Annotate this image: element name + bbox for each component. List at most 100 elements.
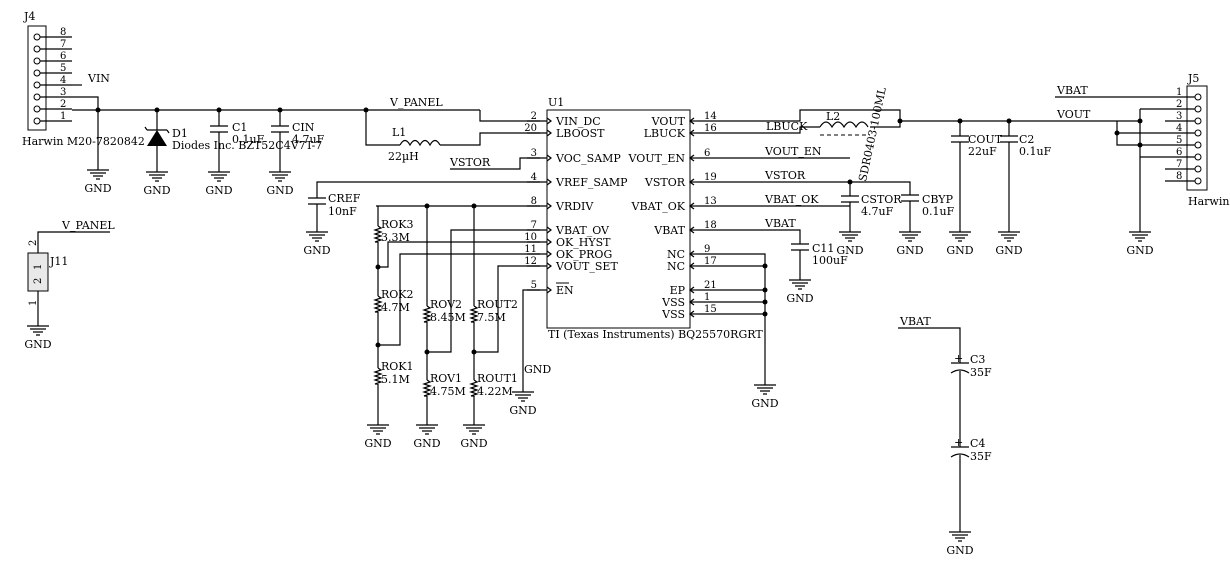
ground-symbol: GND [836, 231, 864, 257]
u1-right-pin-number: 17 [704, 256, 717, 267]
ground-label: GND [946, 544, 973, 557]
resistor-ref: ROK2 [381, 288, 414, 301]
c4-ref: C4 [970, 437, 985, 450]
d1-part: Diodes Inc. BZT52C4V7T-7 [172, 139, 322, 152]
j4-pin-number: 1 [60, 111, 66, 122]
input-wiring: V_PANEL [72, 84, 480, 170]
ground-label: GND [413, 437, 440, 450]
resistor-zigzag [422, 305, 432, 323]
u1-pin-arrow [689, 262, 695, 270]
c1-ref: C1 [232, 121, 247, 134]
capacitor-c2: C2 0.1uF [1000, 121, 1052, 232]
u1-pin-arrow [689, 117, 695, 125]
ground-bars [463, 424, 485, 435]
j4-vin-label: VIN [87, 72, 110, 85]
j4-pin-3 [33, 93, 41, 101]
c4-plus: + [954, 436, 963, 449]
ground-label: GND [205, 184, 232, 197]
u1-pin-arrow [689, 154, 695, 162]
u1-right-pin-name: NC [667, 248, 685, 261]
l1-ref: L1 [392, 126, 406, 139]
ground-label: GND [460, 437, 487, 450]
resistor-ref: ROV2 [430, 298, 462, 311]
vout-en-net-label: VOUT_EN [764, 145, 822, 158]
output-wiring: LBUCK VOUT_EN VSTOR VBAT_OK VBAT [697, 109, 1140, 385]
u1-pin-arrow [689, 129, 695, 137]
ground-label: GND [24, 338, 51, 351]
u1-pin-arrow [546, 250, 552, 258]
u1-right-pin-number: 13 [704, 196, 717, 207]
ground-symbol: GND [460, 424, 488, 450]
c3-ref: C3 [970, 353, 985, 366]
j5-pin-1 [1194, 93, 1202, 101]
divider-wiring [375, 203, 540, 425]
ground-symbol: GND [1126, 231, 1154, 257]
u1-left-pin-name: VBAT_OV [555, 224, 610, 237]
u1-pin-arrow [689, 226, 695, 234]
u1-left-pin-number: 2 [531, 111, 537, 122]
ground-label: GND [995, 244, 1022, 257]
j5-pin-7 [1194, 165, 1202, 173]
capacitor-cref: CREF 10nF [308, 181, 540, 232]
u1-pin-arrow [546, 226, 552, 234]
connector-j11: V_PANEL 2 1 2 J11 1 [27, 219, 115, 326]
u1-part: TI (Texas Instruments) BQ25570RGRT [548, 328, 763, 341]
j5-pin-number: 1 [1176, 87, 1182, 98]
u1-ref: U1 [548, 96, 564, 109]
inductor-l2: L2 SDR0403-100ML [819, 85, 889, 183]
ground-symbol: GND [143, 171, 171, 197]
j4-pin-7 [33, 45, 41, 53]
j5-pin-number: 3 [1176, 111, 1182, 122]
resistor-value: 4.7M [381, 301, 410, 314]
inductor-l1: L1 22µH [365, 110, 540, 163]
capacitor-cstor: CSTOR 4.7uF [841, 182, 902, 232]
ground-bars [839, 231, 861, 242]
ground-symbol: GND [946, 531, 974, 557]
ground-label: GND [509, 404, 536, 417]
resistor-zigzag [469, 305, 479, 323]
ground-bars [789, 279, 811, 290]
vpanel-net-label: V_PANEL [389, 96, 443, 109]
u1-right-pin-number: 6 [704, 148, 710, 159]
cref-ref: CREF [328, 192, 361, 205]
resistor-zigzag [373, 225, 383, 243]
resistor-zigzag [373, 367, 383, 385]
c11-ref: C11 [812, 242, 834, 255]
u1-pin-arrow [546, 129, 552, 137]
u1-left-pin-name: EN [556, 284, 574, 297]
u1-left-pin-number: 4 [531, 172, 537, 183]
j4-pin-8 [33, 33, 41, 41]
voc-samp-wiring: VSTOR [449, 156, 540, 170]
u1-left-pin-name: VREF_SAMP [555, 176, 628, 189]
resistor-value: 3.3M [381, 231, 410, 244]
ground-symbol: GND [786, 279, 814, 305]
j4-pin-number: 4 [60, 75, 66, 86]
j11-ref: J11 [49, 255, 68, 268]
resistor-value: 8.45M [430, 311, 466, 324]
cbyp-value: 0.1uF [922, 205, 955, 218]
ground-bars [899, 231, 921, 242]
j11-net-label: V_PANEL [61, 219, 115, 232]
vbat-bank-label: VBAT [899, 315, 931, 328]
ground-label: GND [143, 184, 170, 197]
u1-left-pin-name: OK_HYST [556, 236, 611, 249]
resistor-ref: ROUT1 [477, 372, 518, 385]
u1-body [546, 109, 691, 329]
cref-value: 10nF [328, 205, 357, 218]
ground-bars [367, 424, 389, 435]
j4-pin-number: 7 [60, 39, 66, 50]
resistor-value: 5.1M [381, 373, 410, 386]
en-gnd-label: GND [524, 363, 551, 376]
cstor-ref: CSTOR [861, 193, 902, 206]
j5-pin-number: 5 [1176, 135, 1182, 146]
j4-pin-6 [33, 57, 41, 65]
j5-pin-number: 2 [1176, 99, 1182, 110]
u1-left-pin-name: VOUT_SET [555, 260, 618, 273]
u1-right-pin-name: NC [667, 260, 685, 273]
resistor-zigzag [469, 379, 479, 397]
u1-right-pin-number: 18 [704, 220, 717, 231]
vin-dc-wire [479, 110, 540, 122]
vstor-net-label: VSTOR [449, 156, 491, 169]
